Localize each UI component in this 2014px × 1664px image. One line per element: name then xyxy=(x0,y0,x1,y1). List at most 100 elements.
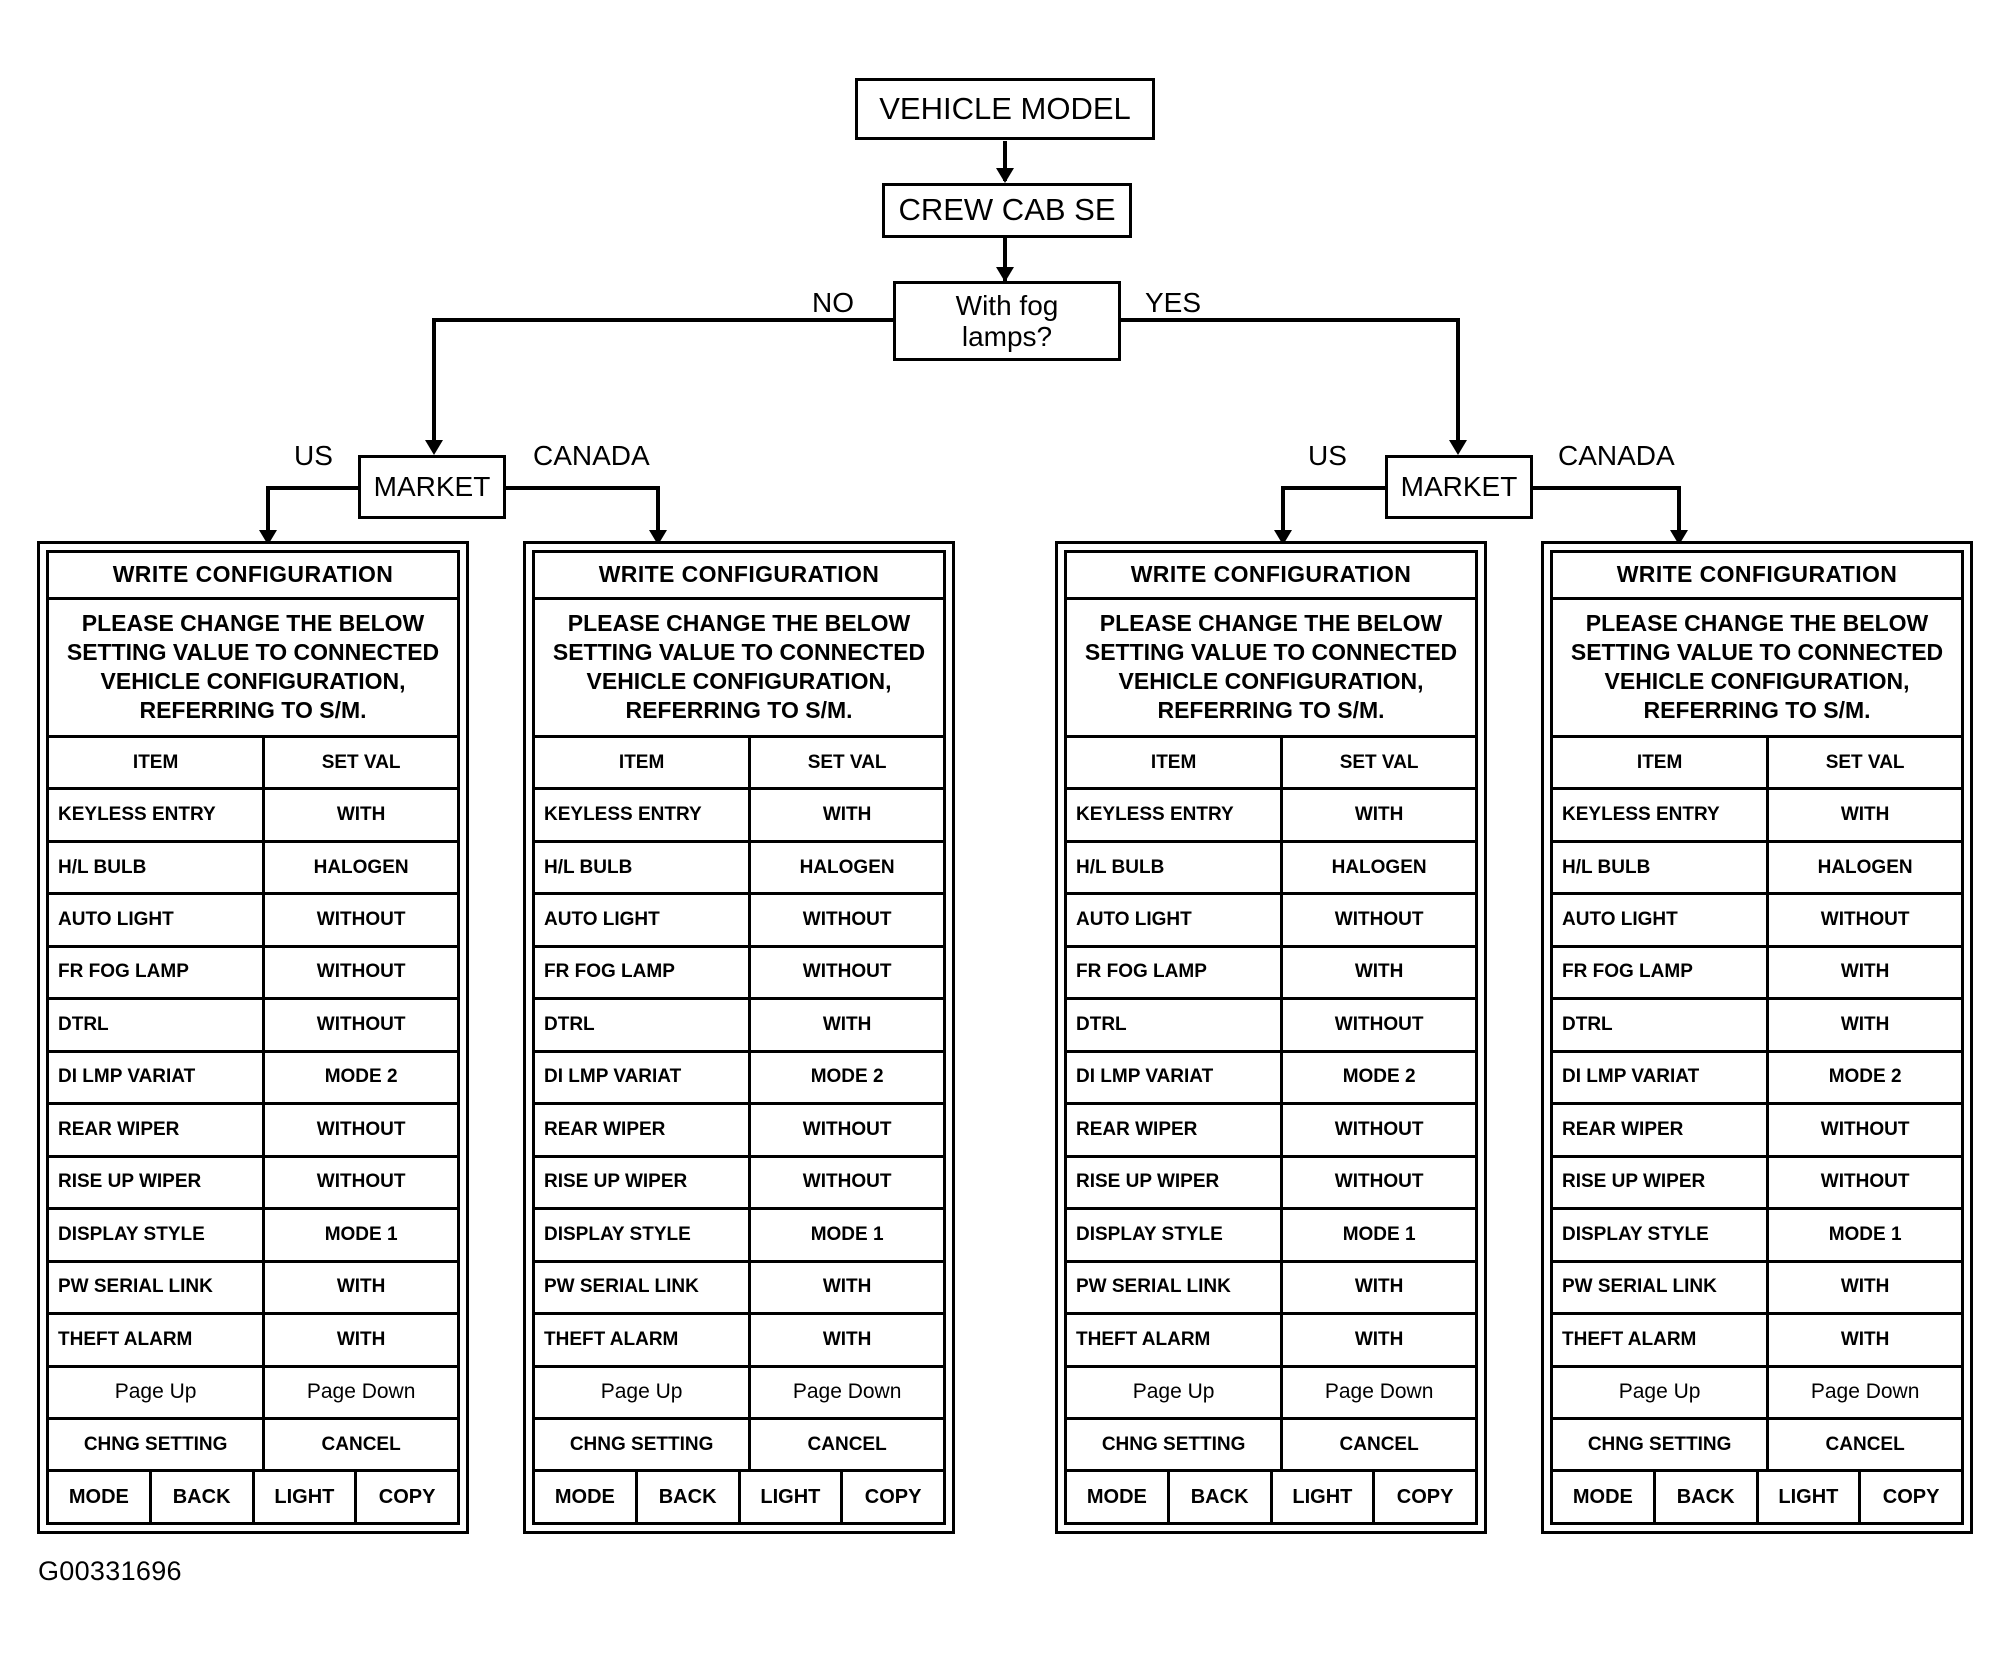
setting-item-label: AUTO LIGHT xyxy=(1067,895,1284,945)
page-down-button[interactable]: Page Down xyxy=(1324,1380,1434,1404)
copy-button[interactable]: COPY xyxy=(378,1485,436,1508)
node-fog-lamps-decision: With fog lamps? xyxy=(893,281,1121,361)
pager-row: Page Up Page Down xyxy=(49,1367,457,1420)
cancel-button[interactable]: CANCEL xyxy=(807,1433,887,1455)
mode-button[interactable]: MODE xyxy=(1067,1472,1170,1522)
chng-setting-button[interactable]: CHNG SETTING xyxy=(1553,1419,1770,1470)
page-down-button[interactable]: Page Down xyxy=(792,1380,902,1404)
back-button[interactable]: BACK xyxy=(638,1472,741,1522)
screen-message: PLEASE CHANGE THE BELOW SETTING VALUE TO… xyxy=(535,600,943,738)
setting-item-label: THEFT ALARM xyxy=(1553,1315,1770,1365)
connector-no-horizontal xyxy=(432,318,895,322)
setting-item-label: H/L BULB xyxy=(49,842,266,893)
mode-button[interactable]: MODE xyxy=(535,1472,638,1522)
mode-button[interactable]: MODE xyxy=(49,1472,152,1522)
pager-row: Page Up Page Down xyxy=(1553,1367,1961,1420)
edge-label-canada-left: CANADA xyxy=(533,440,650,471)
setting-item-value: WITH xyxy=(336,804,386,826)
node-market-no-branch-label: MARKET xyxy=(373,471,491,503)
copy-button[interactable]: COPY xyxy=(1396,1485,1454,1508)
node-vehicle-model-label: VEHICLE MODEL xyxy=(879,90,1131,126)
chng-setting-button[interactable]: CHNG SETTING xyxy=(535,1419,752,1470)
screen-message-line-4: REFERRING TO S/M. xyxy=(139,696,367,723)
page-up-button[interactable]: Page Up xyxy=(535,1367,752,1417)
back-button[interactable]: BACK xyxy=(1656,1472,1759,1522)
page-up-button[interactable]: Page Up xyxy=(1553,1367,1770,1417)
column-header-setval: SET VAL xyxy=(1825,751,1905,773)
table-header-row: ITEM SET VAL xyxy=(1067,737,1475,791)
screen-title: WRITE CONFIGURATION xyxy=(1553,553,1961,600)
cancel-button[interactable]: CANCEL xyxy=(1825,1433,1905,1455)
light-button[interactable]: LIGHT xyxy=(1759,1472,1862,1522)
setting-item-value: WITHOUT xyxy=(1820,909,1910,931)
page-up-button[interactable]: Page Up xyxy=(1067,1367,1284,1417)
screen-message-line-3: VEHICLE CONFIGURATION, xyxy=(1118,667,1424,694)
back-button[interactable]: BACK xyxy=(152,1472,255,1522)
page-up-button[interactable]: Page Up xyxy=(49,1367,266,1417)
connector-us-right-horizontal xyxy=(1281,486,1387,490)
column-header-item: ITEM xyxy=(1067,737,1284,788)
mode-button[interactable]: MODE xyxy=(1553,1472,1656,1522)
setting-item-label: AUTO LIGHT xyxy=(49,895,266,945)
page-down-button[interactable]: Page Down xyxy=(1810,1380,1920,1404)
cancel-button[interactable]: CANCEL xyxy=(321,1433,401,1455)
setting-item-label: RISE UP WIPER xyxy=(1553,1157,1770,1208)
page-down-button[interactable]: Page Down xyxy=(306,1380,416,1404)
light-button[interactable]: LIGHT xyxy=(1273,1472,1376,1522)
config-panel-yes-us: WRITE CONFIGURATION PLEASE CHANGE THE BE… xyxy=(1055,541,1487,1534)
back-button[interactable]: BACK xyxy=(1170,1472,1273,1522)
chng-setting-button[interactable]: CHNG SETTING xyxy=(1067,1419,1284,1470)
write-configuration-screen: WRITE CONFIGURATION PLEASE CHANGE THE BE… xyxy=(1064,550,1478,1525)
copy-button[interactable]: COPY xyxy=(1882,1485,1940,1508)
copy-button[interactable]: COPY xyxy=(864,1485,922,1508)
chng-setting-button[interactable]: CHNG SETTING xyxy=(49,1419,266,1470)
light-button[interactable]: LIGHT xyxy=(741,1472,844,1522)
cancel-button[interactable]: CANCEL xyxy=(1339,1433,1419,1455)
light-button[interactable]: LIGHT xyxy=(255,1472,358,1522)
